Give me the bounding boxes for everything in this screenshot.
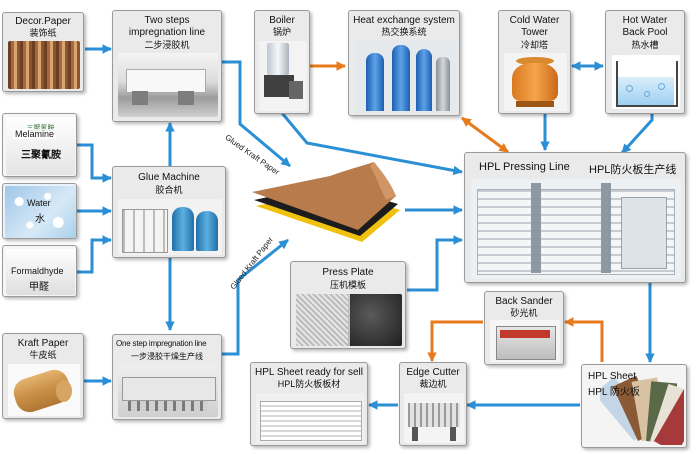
hot-water-label: Hot Water	[622, 15, 668, 26]
hpl-ready-label: HPL Sheet ready for sell	[254, 367, 364, 378]
arrow-melamine-to-glue	[77, 143, 112, 183]
heat-exchange-label: Heat exchange system	[353, 15, 455, 26]
arrow-hpl-sheet-to-back-sander	[564, 317, 604, 362]
decor-paper-node: Decor.Paper 装饰纸	[2, 12, 84, 92]
melamine-label-zh: 三聚氰胺	[21, 150, 61, 161]
boiler-node: Boiler 锅炉	[254, 10, 310, 114]
back-sander-image	[490, 320, 560, 362]
cold-water-label-2: Tower	[521, 27, 548, 38]
kraft-paper-label: Kraft Paper	[17, 338, 69, 349]
formaldehyde-node: Formaldhyde 甲醛	[2, 245, 77, 297]
melamine-bag-image: 三聚氰胺	[6, 117, 75, 175]
melamine-node: 三聚氰胺 Melamine 三聚氰胺	[2, 113, 77, 177]
cold-water-label: Cold Water	[509, 15, 560, 26]
two-steps-label-2: impregnation line	[128, 27, 206, 38]
glue-machine-image	[118, 199, 222, 255]
boiler-image	[259, 41, 307, 111]
formaldehyde-label-zh: 甲醛	[29, 282, 49, 293]
arrow-formaldehyde-to-glue	[77, 235, 112, 274]
kraft-paper-roll-image	[8, 364, 80, 416]
water-node: Water 水	[2, 183, 77, 239]
heat-exchange-node: Heat exchange system 热交换系统	[348, 10, 460, 116]
decor-paper-label: Decor.Paper	[15, 16, 71, 27]
edge-cutter-label: Edge Cutter	[406, 367, 460, 378]
hpl-pressing-line-node: HPL Pressing Line HPL防火板生产线	[464, 152, 686, 283]
water-label: Water	[27, 198, 51, 208]
heat-exchange-image	[354, 41, 456, 113]
press-plate-label-zh: 压机模板	[329, 280, 366, 290]
glue-machine-node: Glue Machine 胶合机	[112, 166, 226, 258]
hot-water-label-2: Back Pool	[622, 27, 668, 38]
two-steps-image	[118, 53, 218, 117]
melamine-bag-text: 三聚氰胺	[6, 123, 75, 133]
cold-water-tower-node: Cold Water Tower 冷却塔	[498, 10, 571, 114]
press-plate-label: Press Plate	[322, 267, 374, 278]
hpl-pressing-label-zh: HPL防火板生产线	[589, 164, 677, 176]
glue-machine-label: Glue Machine	[138, 172, 200, 183]
cold-water-label-zh: 冷却塔	[520, 40, 548, 50]
back-sander-label: Back Sander	[495, 296, 553, 307]
water-label-zh: 水	[35, 214, 45, 225]
arrow-back-sander-to-edge-cutter	[427, 320, 483, 362]
two-steps-label: Two steps	[144, 15, 190, 26]
two-steps-impregnation-node: Two steps impregnation line 二步浸胶机	[112, 10, 222, 122]
arrow-hot-pool-to-hpl-pressing	[620, 113, 654, 155]
one-step-label-zh: 一步浸胶干燥生产线	[131, 352, 203, 361]
two-steps-label-zh: 二步浸胶机	[144, 40, 190, 50]
hpl-sheet-ready-node: HPL Sheet ready for sell HPL防火板板材	[250, 362, 368, 446]
back-sander-node: Back Sander 砂光机	[484, 291, 564, 365]
formaldehyde-label: Formaldhyde	[11, 266, 64, 276]
edge-cutter-node: Edge Cutter 裁边机	[399, 362, 467, 446]
glue-machine-label-zh: 胶合机	[155, 185, 183, 195]
boiler-label: Boiler	[269, 15, 295, 26]
edge-cutter-label-zh: 裁边机	[419, 379, 447, 389]
arrow-heat-exchange-hpl-pressing	[461, 116, 509, 154]
press-plate-node: Press Plate 压机模板	[290, 261, 406, 349]
hpl-ready-label-zh: HPL防火板板材	[277, 379, 341, 389]
arrow-boiler-to-hpl-pressing	[280, 112, 463, 176]
hpl-pressing-image	[471, 179, 681, 279]
heat-exchange-label-zh: 热交换系统	[381, 27, 427, 37]
boiler-label-zh: 锅炉	[272, 27, 291, 37]
hpl-ready-image	[256, 393, 364, 443]
water-droplets-image	[5, 186, 76, 238]
arrow-two-steps-to-glued	[222, 60, 291, 168]
press-plate-image	[296, 294, 402, 346]
decor-paper-image	[8, 41, 80, 89]
one-step-impregnation-node: One step impregnation line 一步浸胶干燥生产线	[112, 334, 222, 420]
hpl-sheet-label: HPL Sheet	[588, 371, 636, 382]
hot-water-back-pool-node: Hot Water Back Pool 热水槽	[605, 10, 685, 114]
arrow-press-plate-to-hpl-pressing	[407, 235, 463, 292]
kraft-layer	[252, 162, 396, 230]
glued-kraft-paper-sheet	[252, 162, 400, 242]
cold-water-tower-image	[504, 53, 567, 111]
hpl-pressing-label: HPL Pressing Line	[479, 161, 570, 173]
arrow-one-step-to-glued	[222, 238, 289, 356]
formaldehyde-bag-image	[6, 249, 75, 295]
kraft-paper-node: Kraft Paper 牛皮纸	[2, 333, 84, 419]
one-step-image	[118, 365, 218, 417]
kraft-paper-label-zh: 牛皮纸	[29, 350, 57, 360]
hpl-sheet-node: HPL Sheet HPL 防火板	[581, 364, 687, 448]
hot-water-pool-image	[612, 55, 680, 109]
decor-paper-label-zh: 装饰纸	[29, 28, 57, 38]
melamine-label: Melamine	[13, 129, 57, 139]
edge-cutter-image	[404, 393, 464, 443]
one-step-label: One step impregnation line	[116, 339, 207, 348]
hot-water-label-zh: 热水槽	[631, 40, 659, 50]
back-sander-label-zh: 砂光机	[510, 308, 538, 318]
hpl-sheet-label-zh: HPL 防火板	[588, 387, 640, 398]
